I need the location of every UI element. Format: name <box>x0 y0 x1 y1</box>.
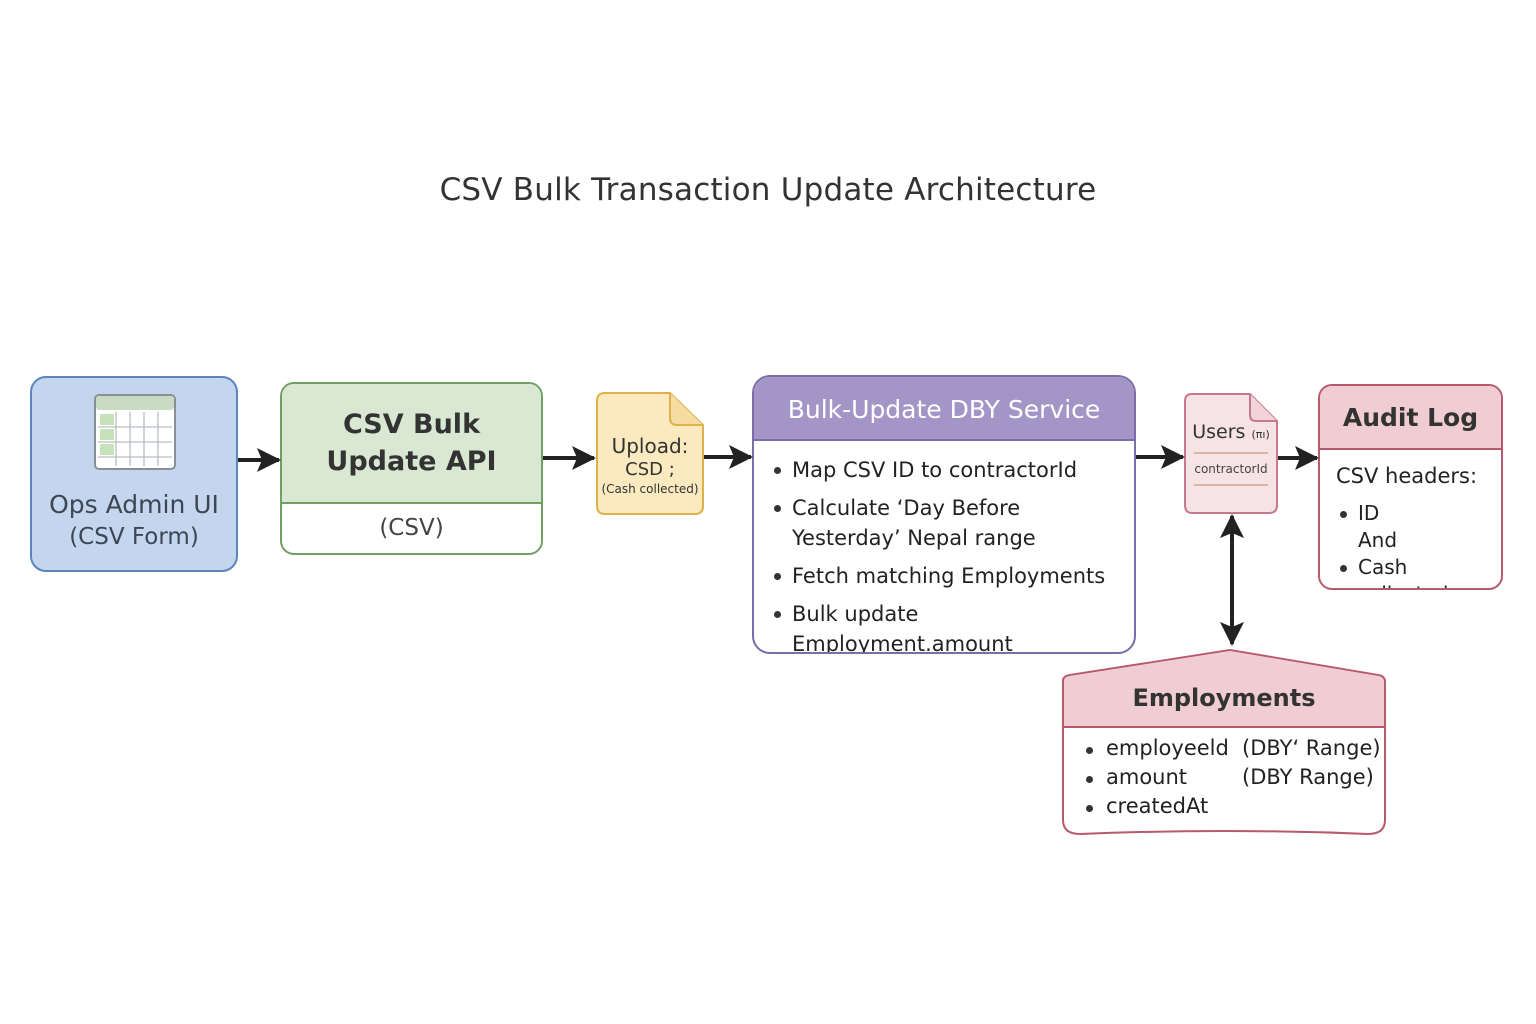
employments-row: createdAt <box>1084 794 1384 823</box>
employments-title: Employments <box>1132 684 1316 712</box>
employments-row: employeeld (DBY‘ Range) <box>1084 736 1384 765</box>
audit-log-headers: ID And Cash collected <box>1320 488 1501 588</box>
bulk-update-service-node: Bulk-Update DBY Service Map CSV ID to co… <box>752 375 1136 654</box>
audit-log-title: Audit Log <box>1320 386 1501 450</box>
upload-document-node: Upload: CSD ; (Cash collected) <box>596 392 704 515</box>
service-title: Bulk-Update DBY Service <box>754 377 1134 441</box>
audit-header-item: ID <box>1336 500 1501 527</box>
upload-note: (Cash collected) <box>601 482 699 496</box>
api-subtitle: (CSV) <box>379 515 444 541</box>
users-field: contractorId <box>1194 462 1268 476</box>
employments-note: (DBY‘ Range) <box>1242 736 1381 760</box>
users-title: Users <box>1192 421 1246 443</box>
users-title-suffix: (πı) <box>1251 428 1270 441</box>
users-label: Users (πı) <box>1184 421 1278 443</box>
employments-shape <box>1062 648 1386 836</box>
service-step: Calculate ‘Day Before Yesterday’ Nepal r… <box>770 493 1126 553</box>
ops-admin-title: Ops Admin UI <box>49 490 219 519</box>
document-icon <box>596 392 704 515</box>
ops-admin-ui-node: Ops Admin UI (CSV Form) <box>30 376 238 572</box>
users-document-node: Users (πı) contractorId <box>1184 393 1278 514</box>
api-title-line1: CSV Bulk <box>342 409 481 440</box>
ops-admin-subtitle: (CSV Form) <box>69 524 199 550</box>
audit-header-item: And <box>1358 528 1398 552</box>
employments-node: Employments employeeld (DBY‘ Range) amou… <box>1060 648 1388 838</box>
service-step: Map CSV ID to contractorId <box>770 455 1126 485</box>
service-steps: Map CSV ID to contractorId Calculate ‘Da… <box>754 441 1134 652</box>
diagram-title: CSV Bulk Transaction Update Architecture <box>439 172 1097 208</box>
document-icon <box>1184 393 1278 514</box>
audit-header-item: Cash collected <box>1336 554 1501 588</box>
service-step: Fetch matching Employments <box>770 561 1126 591</box>
spreadsheet-icon <box>94 394 176 470</box>
employments-note: (DBY Range) <box>1242 765 1374 789</box>
csv-bulk-update-api-node: CSV Bulk Update API (CSV) <box>280 382 543 555</box>
employments-field: employeeld <box>1106 736 1229 760</box>
api-title-line2: Update API <box>326 446 497 477</box>
employments-row: amount (DBY Range) <box>1084 765 1384 794</box>
service-step: Bulk update Employment.amount <box>770 599 1126 652</box>
employments-field: amount <box>1106 765 1188 789</box>
upload-format: CSD ; <box>625 459 675 480</box>
audit-log-subtitle: CSV headers: <box>1336 464 1478 488</box>
api-header: CSV Bulk Update API <box>282 384 541 504</box>
audit-log-node: Audit Log CSV headers: ID And Cash colle… <box>1318 384 1503 590</box>
employments-fields: employeeld (DBY‘ Range) amount (DBY Rang… <box>1084 736 1384 823</box>
upload-label: Upload: <box>611 434 689 458</box>
employments-field: createdAt <box>1106 794 1209 818</box>
